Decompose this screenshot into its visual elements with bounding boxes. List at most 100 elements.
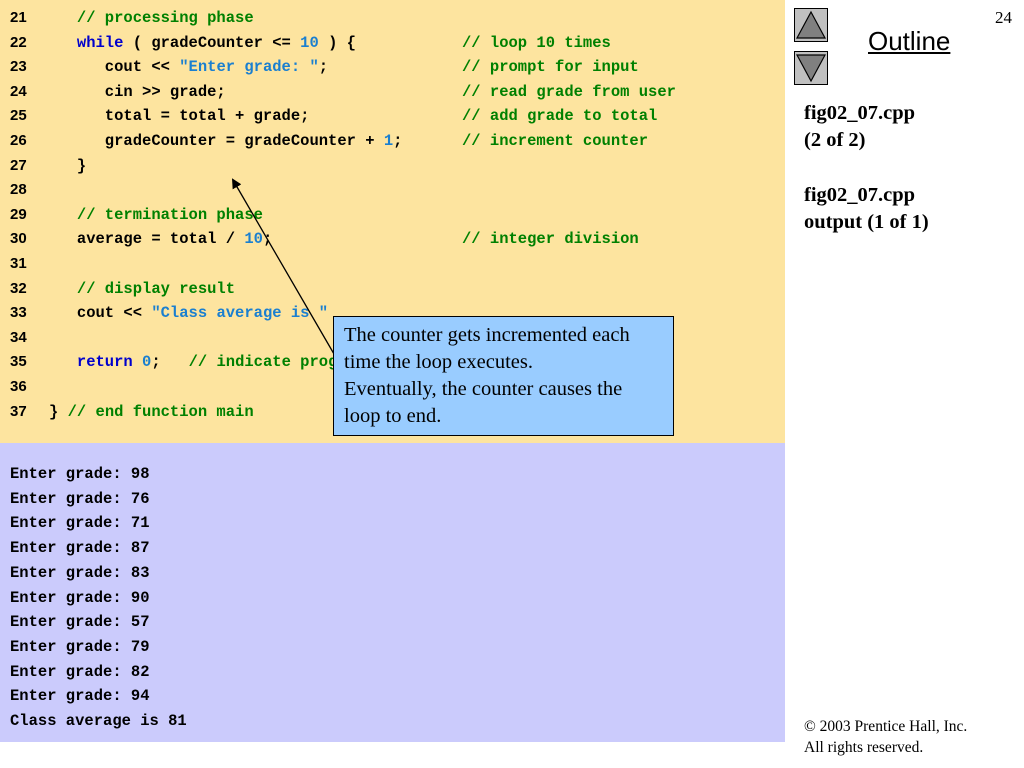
outline-link[interactable]: Outline: [868, 26, 951, 56]
output-line: Enter grade: 57: [10, 613, 150, 632]
output-line: Enter grade: 82: [10, 662, 150, 681]
code-line: 26 gradeCounter = gradeCounter + 1; // in…: [0, 129, 785, 153]
code-token: ( gradeCounter <=: [123, 33, 301, 52]
next-slide-button[interactable]: [794, 51, 828, 85]
code-line: 23 cout << "Enter grade: "; // prompt for…: [0, 55, 785, 79]
code-token: while: [76, 33, 124, 52]
code-line: 30 average = total / 10; // integer divis…: [0, 227, 785, 251]
code-text: cout << "Enter grade: ";: [49, 55, 328, 79]
line-number: 37: [10, 402, 27, 420]
code-text: } // end function main: [49, 400, 254, 424]
file-note-1: fig02_07.cpp (2 of 2): [804, 100, 915, 154]
code-line: 37} // end function main: [0, 400, 785, 424]
callout-box: The counter gets incremented each time t…: [333, 316, 674, 436]
line-number: 26: [10, 132, 27, 149]
code-text: while ( gradeCounter <= 10 ) {: [49, 31, 356, 55]
line-number: 35: [10, 353, 27, 371]
output-line: Enter grade: 87: [10, 539, 150, 558]
code-text: // processing phase: [49, 6, 254, 30]
code-token: // end function main: [67, 402, 254, 421]
down-triangle-icon: [795, 54, 827, 83]
code-line: 22 while ( gradeCounter <= 10 ) { // loop…: [0, 31, 785, 55]
file-note-2: fig02_07.cpp output (1 of 1): [804, 182, 929, 236]
callout-line-2: time the loop executes.: [344, 351, 533, 373]
copyright-line-1: © 2003 Prentice Hall, Inc.: [804, 718, 968, 735]
line-number: 33: [10, 304, 27, 322]
code-token: [49, 353, 77, 371]
code-token: ;: [393, 132, 403, 150]
code-token: 0: [142, 353, 152, 372]
code-text: cout << "Class average is ": [49, 301, 328, 325]
copyright-line-2: All rights reserved.: [804, 739, 924, 756]
output-line: Enter grade: 79: [10, 637, 150, 656]
code-token: 10: [300, 33, 319, 52]
code-comment: // integer division: [462, 230, 639, 249]
line-number: 32: [10, 279, 27, 297]
code-token: ) {: [318, 33, 356, 52]
code-line: 29 // termination phase: [0, 203, 785, 227]
code-token: cout <<: [49, 58, 180, 77]
file-name-1: fig02_07.cpp: [804, 102, 916, 124]
code-line: 32 // display result: [0, 277, 785, 301]
code-line: 21 // processing phase: [0, 6, 785, 30]
code-text: // termination phase: [49, 203, 263, 227]
code-text: average = total / 10;: [49, 227, 272, 251]
file-part-1: (2 of 2): [804, 129, 866, 151]
code-token: [49, 206, 77, 224]
line-number: 34: [10, 328, 27, 346]
code-token: cout <<: [49, 304, 152, 323]
line-number: 22: [10, 33, 27, 51]
code-text: gradeCounter = gradeCounter + 1;: [49, 129, 403, 153]
code-token: ;: [151, 353, 189, 372]
code-token: return: [76, 353, 133, 372]
line-number: 23: [10, 58, 27, 76]
code-token: ;: [318, 58, 329, 77]
callout-line-1: The counter gets incremented each: [344, 324, 630, 346]
output-line: Enter grade: 83: [10, 563, 150, 582]
code-token: "Class average is ": [151, 304, 329, 323]
code-token: }: [49, 156, 87, 175]
code-token: // termination phase: [76, 205, 263, 224]
line-number: 24: [10, 82, 27, 100]
code-token: average = total /: [49, 230, 245, 249]
code-line: 34: [0, 326, 785, 350]
code-token: cin >> grade;: [49, 82, 226, 101]
line-number: 27: [10, 156, 27, 174]
code-text: total = total + grade;: [49, 104, 310, 128]
code-line: 25 total = total + grade; // add grade to…: [0, 104, 785, 128]
output-line: Enter grade: 71: [10, 514, 150, 533]
code-comment: // add grade to total: [462, 107, 658, 126]
code-comment: // read grade from user: [462, 82, 676, 101]
callout-line-3: Eventually, the counter causes the: [344, 378, 623, 400]
code-token: gradeCounter = gradeCounter +: [49, 132, 384, 150]
code-token: // processing phase: [76, 9, 254, 27]
page-number: 24: [995, 8, 1012, 27]
output-line: Enter grade: 76: [10, 489, 150, 508]
line-number: 25: [10, 107, 27, 125]
output-line: Class average is 81: [10, 712, 187, 730]
callout-line-4: loop to end.: [344, 405, 442, 427]
line-number: 21: [10, 9, 27, 26]
code-text: // display result: [49, 277, 235, 301]
code-token: "Enter grade: ": [179, 58, 319, 77]
line-number: 28: [10, 181, 27, 199]
code-comment: // prompt for input: [462, 58, 639, 77]
code-token: }: [49, 402, 68, 421]
code-text: }: [49, 154, 86, 178]
line-number: 31: [10, 255, 27, 272]
code-token: [49, 280, 77, 298]
code-token: 1: [383, 132, 394, 150]
code-line: 24 cin >> grade; // read grade from user: [0, 80, 785, 104]
code-token: [49, 34, 77, 52]
up-triangle-icon: [795, 10, 827, 39]
code-comment: // loop 10 times: [462, 33, 611, 52]
file-part-2: output (1 of 1): [804, 211, 929, 233]
code-line: 28: [0, 178, 785, 202]
line-number: 29: [10, 205, 27, 223]
output-line: Enter grade: 98: [10, 465, 150, 483]
file-name-2: fig02_07.cpp: [804, 184, 916, 206]
code-comment: // increment counter: [462, 132, 649, 150]
code-token: [133, 353, 142, 371]
previous-slide-button[interactable]: [794, 8, 828, 42]
line-number: 30: [10, 230, 27, 248]
